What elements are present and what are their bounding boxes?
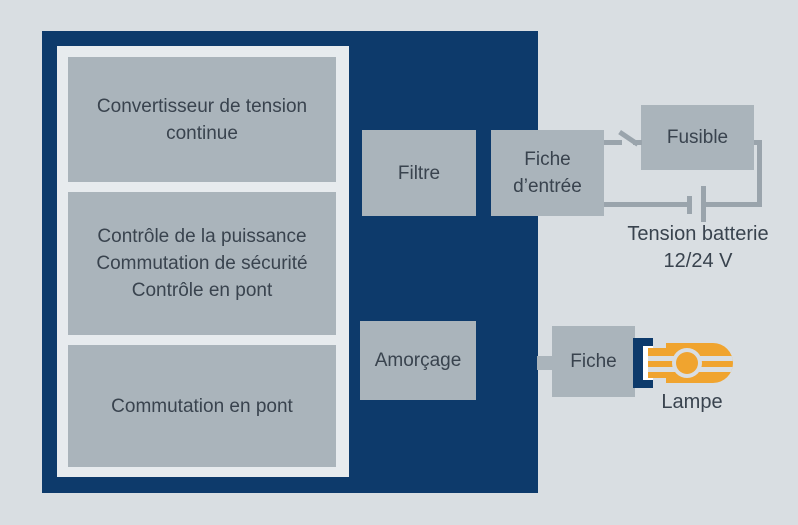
lamp-label: Lampe	[661, 391, 723, 413]
block-converter-label: Convertisseur de tension continue	[96, 95, 308, 144]
block-control-label: Contrôle de la puissance Commutation de …	[96, 226, 308, 301]
block-fuse: Fusible	[641, 105, 754, 170]
wire-battery-left	[604, 202, 687, 207]
lamp-socket-icon	[633, 338, 643, 388]
battery-voltage-label: Tension batterie 12/24 V	[627, 223, 769, 272]
battery-icon-long-plate	[701, 186, 706, 222]
wire-switch-to-fuse	[633, 140, 642, 145]
block-control: Contrôle de la puissance Commutation de …	[68, 192, 336, 335]
block-ignition-label: Amorçage	[374, 350, 462, 371]
block-output-plug-label: Fiche	[570, 351, 617, 372]
battery-icon	[687, 196, 692, 214]
block-bridge-switching: Commutation en pont	[68, 345, 336, 467]
wire-battery-right	[706, 202, 762, 207]
block-ignition: Amorçage	[360, 321, 476, 400]
block-bridge-switching-label: Commutation en pont	[111, 395, 293, 417]
block-filter: Filtre	[362, 130, 476, 216]
block-input-plug-label: Fiche d’entrée	[513, 149, 582, 197]
wire-right-vertical	[757, 140, 762, 207]
block-output-plug: Fiche	[552, 326, 635, 397]
block-input-plug: Fiche d’entrée	[491, 130, 604, 216]
wire-unit-to-plug	[537, 356, 553, 370]
block-converter: Convertisseur de tension continue	[68, 57, 336, 182]
block-fuse-label: Fusible	[666, 127, 729, 148]
block-filter-label: Filtre	[397, 162, 441, 184]
lamp-icon	[633, 338, 733, 388]
wire-plug-to-switch	[604, 140, 622, 145]
